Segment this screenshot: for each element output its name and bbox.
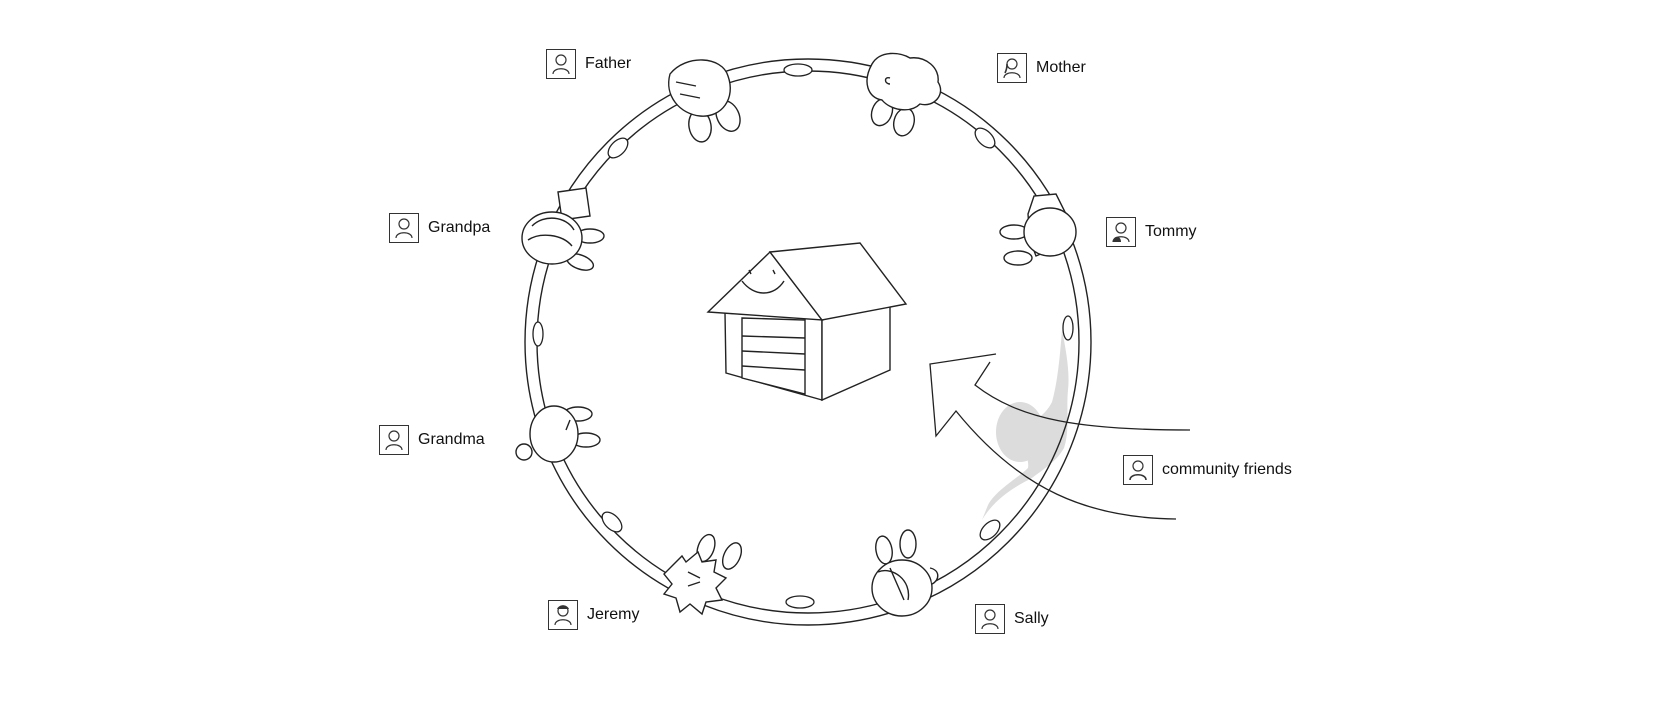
figure-sally [871,529,939,617]
label-father: Father [546,49,631,79]
figure-jeremy [662,533,743,616]
label-grandma: Grandma [379,425,485,455]
figure-grandma [515,405,601,463]
label-tommy: Tommy [1106,217,1197,247]
figure-mother [866,52,942,137]
label-jeremy: Jeremy [548,600,639,630]
person-icon [379,425,409,455]
person-icon [548,600,578,630]
person-icon [546,49,576,79]
person-name: Tommy [1145,223,1197,240]
figure-grandpa [521,187,605,271]
person-name: Grandpa [428,219,491,236]
label-sally: Sally [975,604,1049,634]
person-name: Jeremy [587,606,640,623]
person-name: Mother [1036,59,1086,76]
figure-tommy [999,193,1077,266]
person-icon [389,213,419,243]
person-icon [1106,217,1136,247]
entry-arrow-icon [929,353,1191,520]
person-icon [997,53,1027,83]
label-community-friends: community friends [1123,455,1292,485]
person-icon [1123,455,1153,485]
label-mother: Mother [997,53,1086,83]
person-icon [975,604,1005,634]
person-name: Grandma [418,431,485,448]
label-grandpa: Grandpa [389,213,490,243]
person-name: Father [585,55,632,72]
smiling-house-icon [706,242,908,402]
person-name: community friends [1162,461,1292,478]
person-name: Sally [1014,610,1049,627]
newcomer-silhouette [982,330,1069,520]
people-top-view [515,52,1077,617]
hand-joints [532,63,1074,609]
figure-father [668,59,741,143]
